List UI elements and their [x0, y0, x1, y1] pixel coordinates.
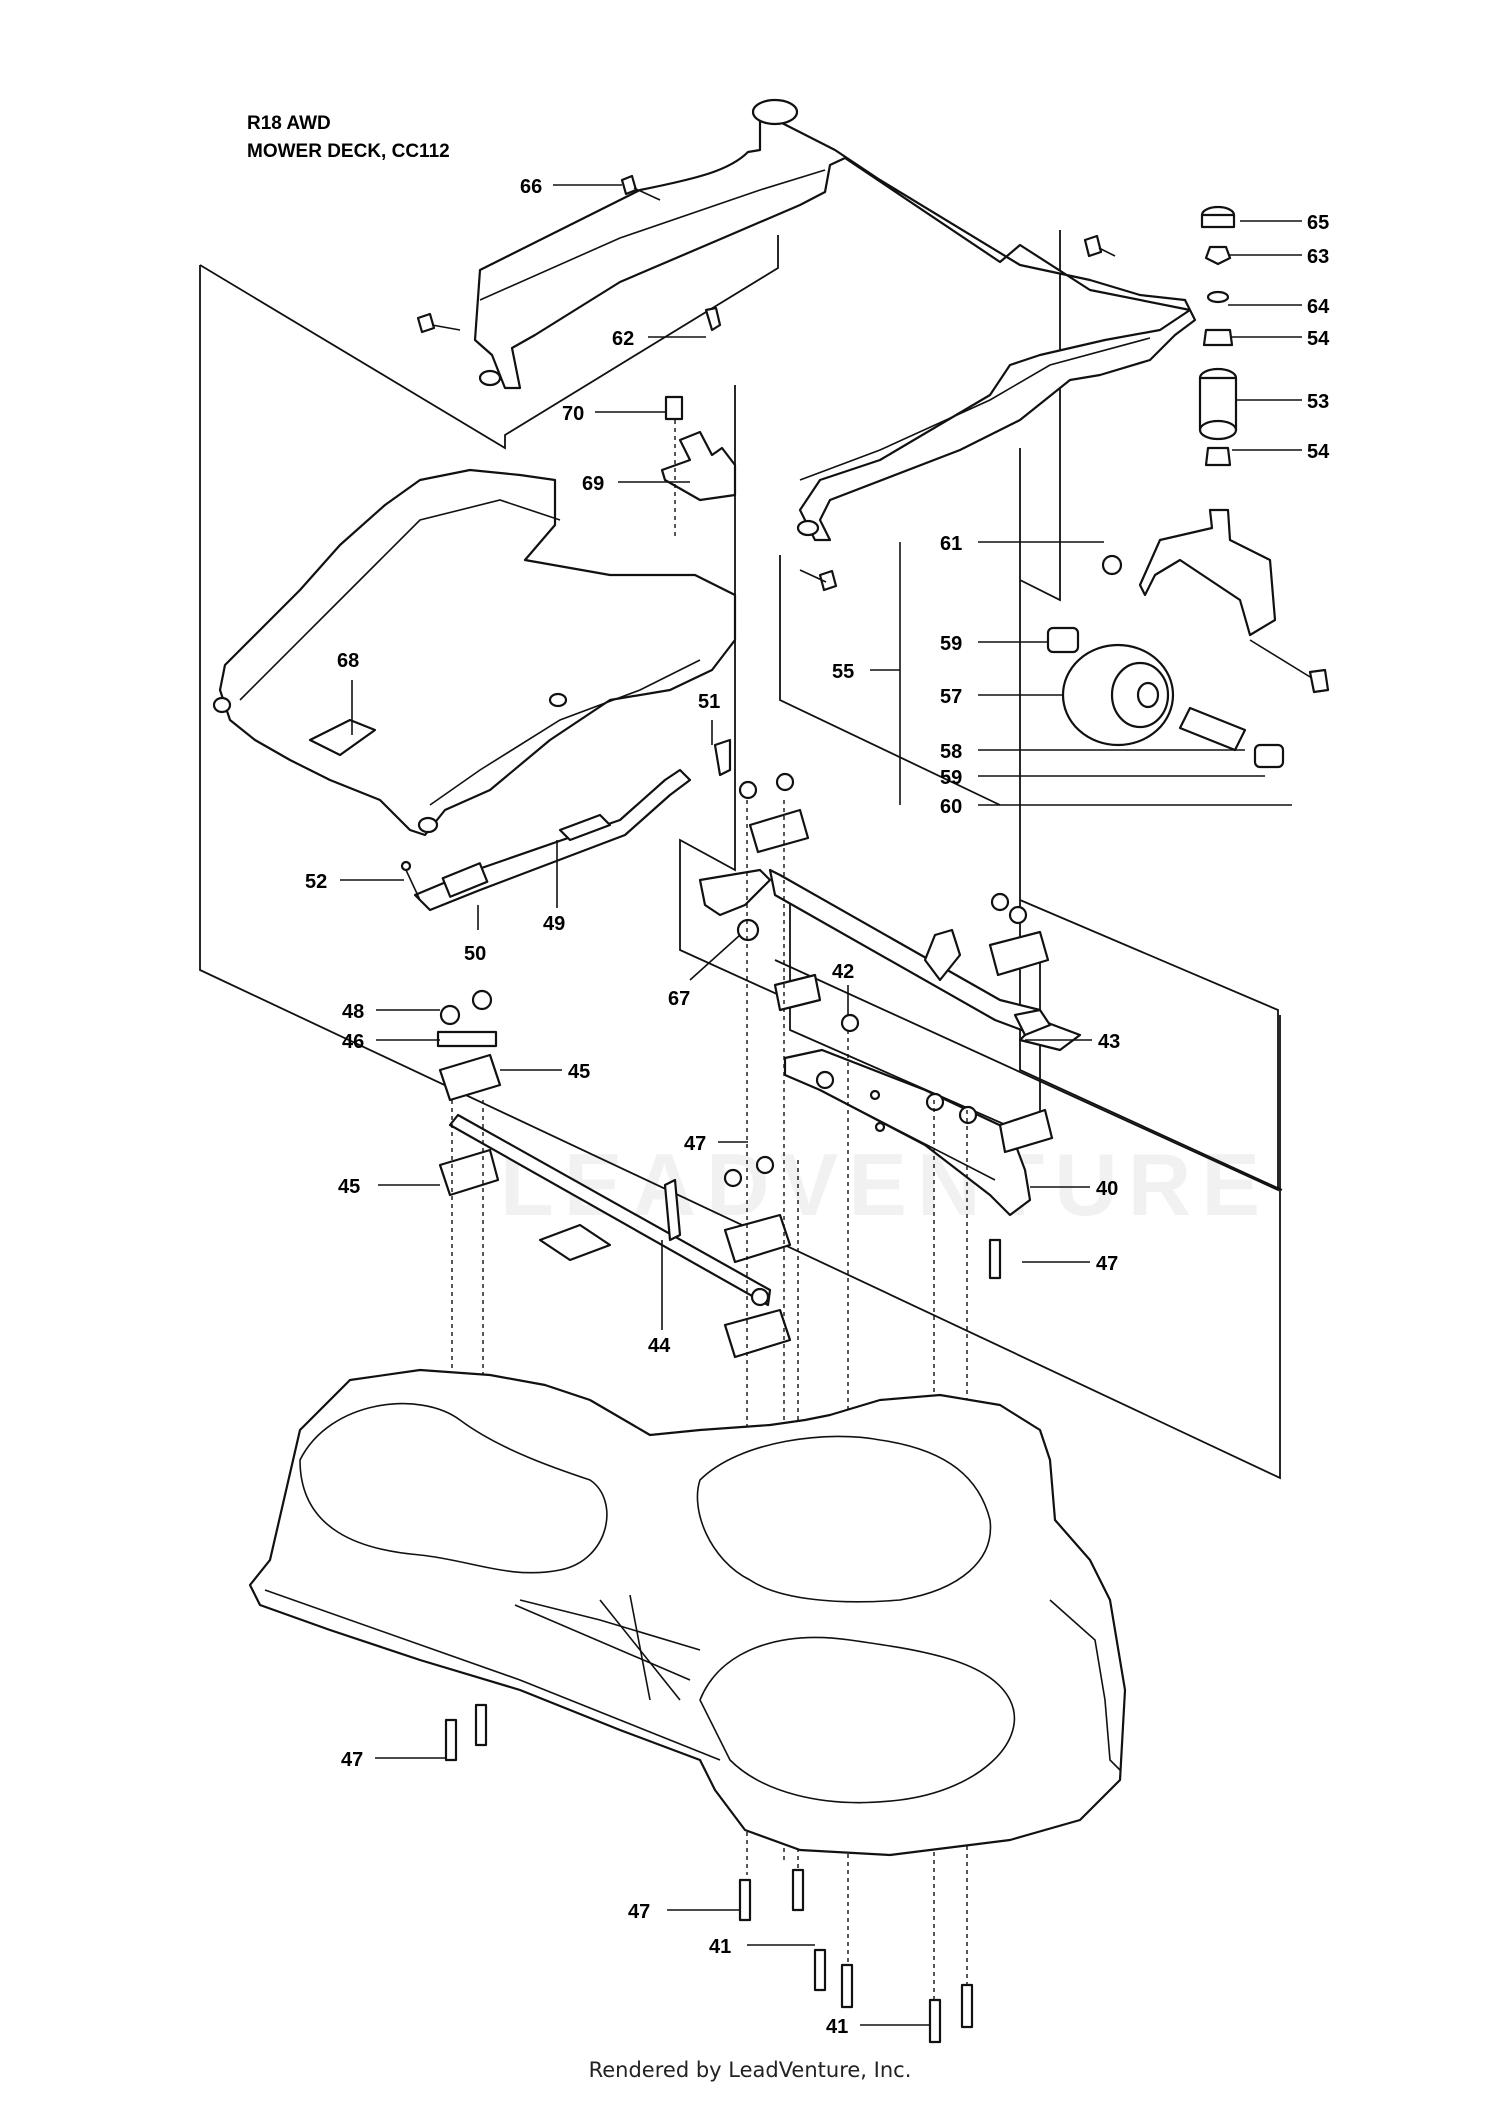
callout-47-right: 47 [1096, 1253, 1118, 1275]
callout-40: 40 [1096, 1178, 1118, 1200]
callout-64: 64 [1307, 296, 1330, 318]
lift-frame [212, 468, 737, 837]
callout-54-upper: 54 [1307, 328, 1330, 350]
callouts: 66 62 70 69 68 51 52 50 49 65 63 64 54 5… [305, 176, 1330, 2038]
adjustment-rod [400, 738, 732, 912]
callout-44: 44 [648, 1335, 671, 1357]
callout-55: 55 [832, 661, 854, 683]
callout-60: 60 [940, 796, 962, 818]
callout-62: 62 [612, 328, 634, 350]
callout-46: 46 [342, 1031, 364, 1053]
front-bar [783, 1048, 1032, 1217]
callout-61: 61 [940, 533, 962, 555]
clamp-parts [436, 772, 1054, 1359]
callout-52: 52 [305, 871, 327, 893]
callout-69: 69 [582, 473, 604, 495]
upper-support-frame [473, 98, 1197, 542]
callout-53: 53 [1307, 391, 1329, 413]
callout-70: 70 [562, 403, 584, 425]
callout-65: 65 [1307, 212, 1329, 234]
bottom-bolts [444, 1238, 1002, 2044]
callout-48: 48 [342, 1001, 364, 1023]
callout-47-bottom: 47 [628, 1901, 650, 1923]
callout-47-mid: 47 [684, 1133, 706, 1155]
frame-bolts [416, 174, 1116, 592]
callout-59-lower: 59 [940, 767, 962, 789]
callout-43: 43 [1098, 1031, 1120, 1053]
leader-lines [340, 184, 1302, 2026]
callout-49: 49 [543, 913, 565, 935]
callout-45-upper: 45 [568, 1061, 590, 1083]
callout-51: 51 [698, 691, 720, 713]
front-axle [698, 868, 1082, 1052]
callout-54-lower: 54 [1307, 441, 1330, 463]
callout-41-upper: 41 [709, 1936, 731, 1958]
callout-67: 67 [668, 988, 690, 1010]
footer-credit: Rendered by LeadVenture, Inc. [588, 2058, 912, 2082]
callout-63: 63 [1307, 246, 1329, 268]
callout-41-lower: 41 [826, 2016, 848, 2038]
diagram-title-line1: R18 AWD [247, 113, 331, 134]
mower-deck [248, 1368, 1127, 1857]
callout-57: 57 [940, 686, 962, 708]
callout-59-upper: 59 [940, 633, 962, 655]
callout-45-lower: 45 [338, 1176, 360, 1198]
callout-47-left: 47 [341, 1749, 363, 1771]
callout-42: 42 [832, 961, 854, 983]
rear-axle [448, 1113, 772, 1307]
bracket-parts [660, 306, 737, 540]
callout-68: 68 [337, 650, 359, 672]
callout-66: 66 [520, 176, 542, 198]
diagram-title-line2: MOWER DECK, CC112 [247, 141, 450, 162]
callout-50: 50 [464, 943, 486, 965]
callout-58: 58 [940, 741, 962, 763]
